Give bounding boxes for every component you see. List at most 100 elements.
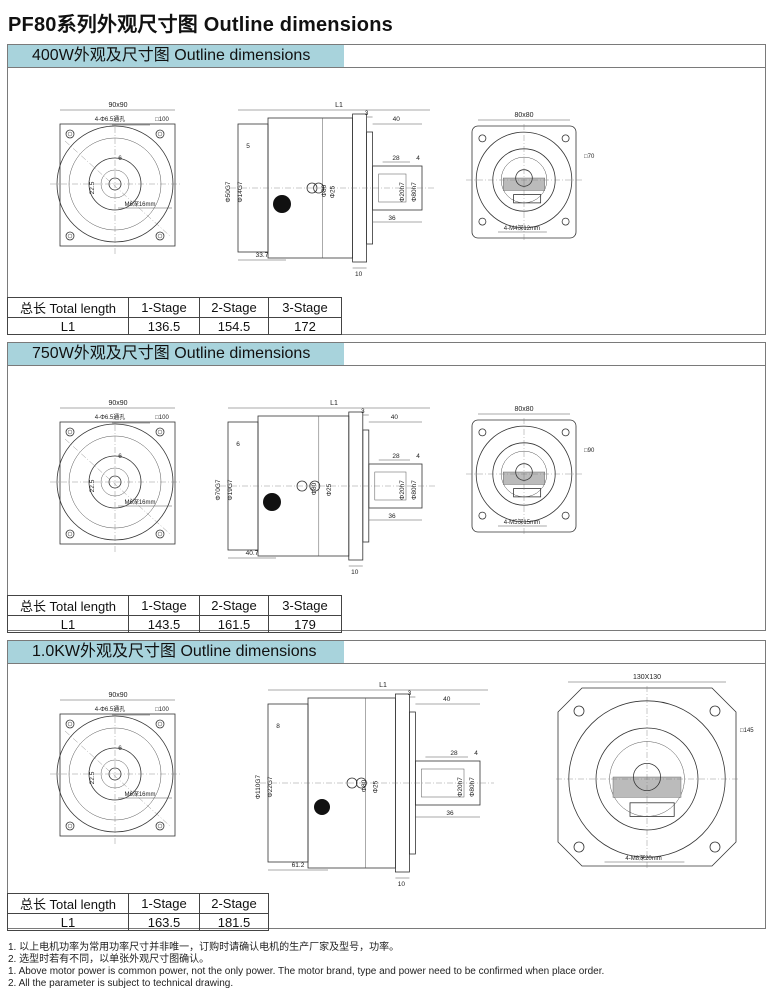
note-line: 2. All the parameter is subject to techn…	[8, 978, 234, 989]
drawing-line	[157, 429, 163, 435]
dimension-label: Φ50G7	[225, 181, 232, 202]
dimension-label: 3	[408, 690, 412, 697]
mount-hole	[573, 841, 585, 853]
dimension-label: Φ20h7	[457, 777, 464, 797]
mount-hole	[65, 427, 75, 437]
dimension-label: 6	[118, 453, 122, 460]
dimension-label: 90x90	[108, 102, 127, 109]
mount-hole	[709, 841, 721, 853]
dimension-label: 22.5	[89, 479, 96, 492]
note-line: 2. 选型时若有不同，以单张外观尺寸图确认。	[8, 954, 210, 965]
mount-hole	[155, 719, 165, 729]
table-row: L1 163.5 181.5	[7, 913, 269, 931]
dimension-label: Φ22G7	[267, 776, 274, 797]
table-cell: L1	[7, 615, 129, 633]
dimension-label: Φ25	[326, 483, 333, 496]
dimension-label: 5	[246, 143, 250, 150]
dimension-label: 8	[276, 723, 280, 730]
dimension-label: □100	[155, 707, 169, 713]
section-title: 1.0KW外观及尺寸图 Outline dimensions	[8, 641, 344, 663]
table-header-cell: 3-Stage	[268, 297, 342, 318]
dimension-label: L1	[379, 682, 387, 689]
mount-hole	[561, 428, 570, 437]
table-row: 总长 Total length 1-Stage 2-Stage 3-Stage	[7, 595, 342, 616]
drawing-line	[67, 429, 73, 435]
table-cell: 161.5	[199, 615, 269, 633]
dimension-label: 40	[443, 696, 451, 703]
mount-hole	[561, 511, 570, 520]
table-header-cell: 1-Stage	[128, 297, 200, 318]
dimension-label: 4-M8深20mm	[625, 854, 661, 862]
table-row: 总长 Total length 1-Stage 2-Stage	[7, 893, 269, 914]
drawing-line	[157, 233, 163, 239]
dimension-label: 3	[361, 408, 365, 415]
dimension-label: 80x80	[514, 112, 533, 119]
table-cell: 179	[268, 615, 342, 633]
dimension-label: 28	[392, 155, 400, 162]
mount-hole	[155, 427, 165, 437]
dimension-label: 61.2	[292, 862, 305, 869]
mount-hole	[155, 231, 165, 241]
screw-dot	[263, 493, 281, 511]
drawing-line	[157, 531, 163, 537]
table-header-cell: 2-Stage	[199, 595, 269, 616]
mount-hole	[65, 129, 75, 139]
screw-dot	[314, 799, 330, 815]
mount-hole	[65, 529, 75, 539]
mount-hole	[155, 821, 165, 831]
drawing-line	[157, 721, 163, 727]
dimension-label: 10	[351, 569, 359, 576]
drawing-line	[355, 777, 367, 789]
mount-hole	[561, 217, 570, 226]
table-cell: 163.5	[128, 913, 200, 931]
dimension-label: Φ80h7	[469, 777, 476, 797]
dimension-label: 4	[474, 750, 478, 757]
dimension-label: Φ25	[372, 780, 379, 793]
drawing-line	[67, 823, 73, 829]
table-header-cell: 2-Stage	[199, 893, 269, 914]
dimension-label: 6	[118, 745, 122, 752]
mount-hole	[155, 129, 165, 139]
drawing-line	[296, 480, 308, 492]
mount-hole	[478, 428, 487, 437]
drawing-line	[513, 488, 542, 498]
drawing-line	[306, 182, 318, 194]
dimension-label: 3	[365, 110, 369, 117]
section-750w: 750W外观及尺寸图 Outline dimensions	[7, 342, 766, 631]
dimension-label: 28	[450, 750, 458, 757]
notes: 1. 以上电机功率为常用功率尺寸并非唯一，订购时请确认电机的生产厂家及型号，功率…	[8, 942, 604, 990]
dimension-label: Φ80	[321, 184, 328, 197]
mount-hole	[65, 231, 75, 241]
mount-hole	[155, 529, 165, 539]
page-title: PF80系列外观尺寸图 Outline dimensions	[8, 14, 393, 36]
dimension-label: M6深16mm	[124, 498, 155, 506]
dimension-label: □90	[584, 448, 595, 454]
table-row: 总长 Total length 1-Stage 2-Stage 3-Stage	[7, 297, 342, 318]
dimension-label: Φ110G7	[255, 775, 262, 800]
drawing-line	[157, 131, 163, 137]
dimension-label: 90x90	[108, 400, 127, 407]
table-cell: 136.5	[128, 317, 200, 335]
flange-outline	[59, 123, 176, 247]
drawing-line	[67, 233, 73, 239]
dimension-label: Φ80h7	[411, 182, 418, 202]
dimension-label: 28	[392, 453, 400, 460]
mount-hole	[478, 134, 487, 143]
mount-hole	[478, 217, 487, 226]
mount-hole	[561, 134, 570, 143]
length-table: 总长 Total length 1-Stage 2-Stage L1 163.5…	[7, 893, 269, 931]
drawing-line	[513, 194, 542, 204]
dimension-label: 40.7	[246, 550, 259, 557]
section-400w: 400W外观及尺寸图 Outline dimensions	[7, 44, 766, 335]
dimension-label: Φ25	[330, 185, 337, 198]
note-line: 1. Above motor power is common power, no…	[8, 966, 605, 977]
dimension-label: 4-Φ6.5通孔	[95, 705, 125, 713]
dimension-label: 80x80	[514, 406, 533, 413]
dimension-label: 4-M4深12mm	[504, 224, 540, 232]
rear-view-drawing: 80x80□904-M5深15mm	[466, 406, 595, 536]
dimension-label: 36	[388, 215, 396, 222]
drawing-line	[346, 777, 358, 789]
dimension-label: 22.5	[89, 771, 96, 784]
